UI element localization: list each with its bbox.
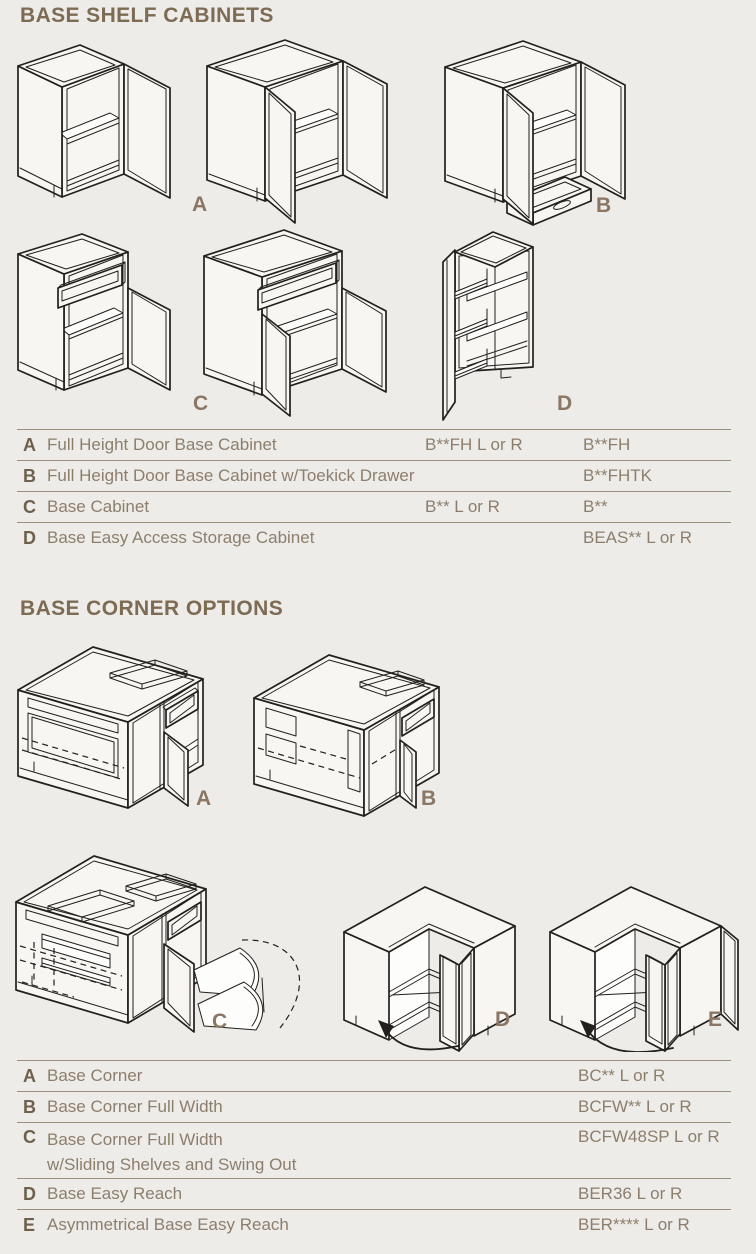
row-description: Base Corner Full Width w/Sliding Shelves … — [47, 1123, 578, 1177]
drawing-base-cabinet-single — [17, 233, 171, 391]
row-code: B**FHTK — [583, 466, 652, 485]
figure-label: D — [495, 1008, 511, 1031]
row-code: BCFW** L or R — [578, 1097, 692, 1116]
row-code: B** — [583, 497, 608, 516]
row-description: Base Cabinet — [47, 497, 150, 516]
drawing-full-height-door-base-cabinet-toekick-drawer — [444, 40, 626, 226]
row-letter: B — [23, 1096, 36, 1117]
figure-label: B — [421, 787, 437, 810]
figure-label: A — [196, 787, 212, 810]
drawing-base-corner — [17, 646, 204, 809]
base-corner-options-table: A Base Corner BC** L or R B Base Corner … — [17, 1060, 731, 1240]
row-description-line1: Base Corner Full Width — [47, 1130, 223, 1149]
row-letter: D — [23, 527, 36, 548]
figure-label: B — [596, 194, 612, 217]
drawing-base-corner-sliding-shelves-swing-out — [15, 855, 300, 1033]
row-code: B**FH — [583, 435, 631, 454]
figure-label: C — [212, 1010, 228, 1033]
table-row: B Base Corner Full Width BCFW** L or R — [17, 1091, 731, 1122]
figure-label: D — [557, 392, 573, 415]
row-code-mid: B** L or R — [425, 497, 500, 516]
row-code: BCFW48SP L or R — [578, 1127, 720, 1146]
table-row: C Base Corner Full Width w/Sliding Shelve… — [17, 1122, 731, 1178]
row-code: BC** L or R — [578, 1066, 666, 1085]
drawing-asymmetrical-base-easy-reach — [549, 886, 739, 1052]
section-title-base-corner-options: BASE CORNER OPTIONS — [20, 597, 284, 620]
drawing-full-height-door-base-cabinet-double — [206, 39, 388, 224]
table-row: D Base Easy Access Storage Cabinet BEAS*… — [17, 522, 731, 553]
row-description: Asymmetrical Base Easy Reach — [47, 1215, 289, 1234]
table-row: A Full Height Door Base Cabinet B**FH L … — [17, 429, 731, 460]
drawing-base-easy-reach — [343, 886, 516, 1052]
table-row: D Base Easy Reach BER36 L or R — [17, 1178, 731, 1209]
table-row: C Base Cabinet B** L or R B** — [17, 491, 731, 522]
row-description: Base Easy Access Storage Cabinet — [47, 528, 315, 547]
figure-label: E — [708, 1008, 723, 1031]
row-description: Base Corner — [47, 1066, 143, 1085]
row-code: BEAS** L or R — [583, 528, 692, 547]
row-letter: A — [23, 1065, 36, 1086]
figure-label: C — [193, 392, 209, 415]
row-description: Full Height Door Base Cabinet w/Toekick … — [47, 466, 415, 485]
row-description: Base Corner Full Width — [47, 1097, 223, 1116]
row-letter: E — [23, 1214, 36, 1235]
row-code: BER**** L or R — [578, 1215, 690, 1234]
row-code: BER36 L or R — [578, 1184, 683, 1203]
row-letter: B — [23, 465, 36, 486]
table-row: E Asymmetrical Base Easy Reach BER**** L… — [17, 1209, 731, 1240]
base-shelf-cabinets-table: A Full Height Door Base Cabinet B**FH L … — [17, 429, 731, 553]
drawing-base-corner-full-width — [253, 654, 440, 817]
row-description: Full Height Door Base Cabinet — [47, 435, 277, 454]
drawing-base-easy-access-storage-cabinet — [442, 231, 534, 421]
table-row: B Full Height Door Base Cabinet w/Toekic… — [17, 460, 731, 491]
row-letter: D — [23, 1183, 36, 1204]
drawing-full-height-door-base-cabinet-single — [17, 44, 171, 199]
row-code-mid: B**FH L or R — [425, 435, 523, 454]
row-description-line2: w/Sliding Shelves and Swing Out — [47, 1155, 297, 1174]
row-description: Base Easy Reach — [47, 1184, 183, 1203]
section-title-base-shelf-cabinets: BASE SHELF CABINETS — [20, 4, 274, 27]
row-letter: C — [23, 1127, 36, 1147]
table-row: A Base Corner BC** L or R — [17, 1060, 731, 1091]
drawing-base-cabinet-double — [203, 229, 387, 417]
row-letter: A — [23, 434, 36, 455]
row-letter: C — [23, 496, 36, 517]
figure-label: A — [192, 193, 208, 216]
